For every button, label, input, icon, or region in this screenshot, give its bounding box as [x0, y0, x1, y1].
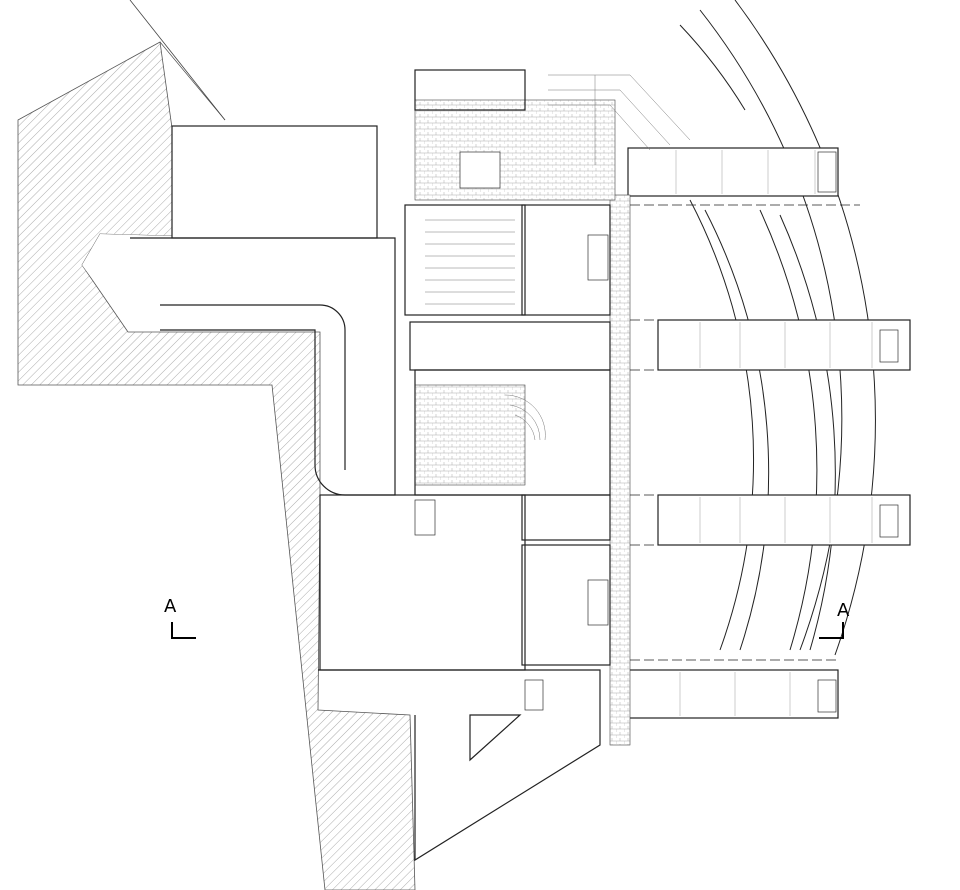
section-mark-right: [819, 622, 844, 639]
classroom-wings: [627, 147, 911, 719]
section-label-left: A: [164, 596, 177, 617]
stairs: [414, 151, 899, 713]
section-label-right: A: [837, 600, 850, 621]
building-walls: [130, 69, 900, 862]
section-mark-left: [171, 622, 196, 639]
auditorium-seating: [425, 74, 691, 441]
curved-walkways: [679, 0, 876, 656]
site-hatch-area: [17, 41, 416, 890]
